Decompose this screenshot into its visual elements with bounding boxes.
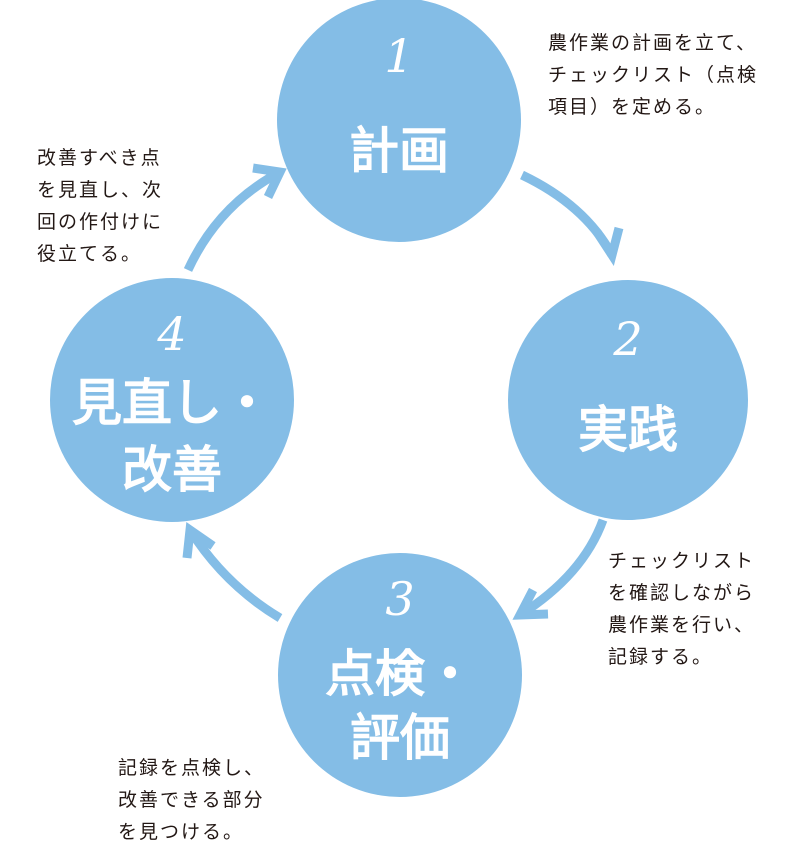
- step-1-title: 計画: [349, 122, 449, 180]
- arrow-act-to-plan: [183, 163, 287, 272]
- step-1-number: 1: [384, 29, 413, 83]
- step-3-number: 3: [385, 572, 414, 626]
- step-1-note-line: 農作業の計画を立て、: [548, 32, 758, 54]
- step-4-number: 4: [156, 307, 186, 361]
- step-4-act: 4 見直し・ 改善: [50, 278, 294, 522]
- step-2-note-line: 農作業を行い、: [608, 614, 756, 636]
- step-1-plan: 1 計画: [277, 0, 521, 242]
- cycle-arrows: [182, 163, 624, 622]
- step-2-note-line: 記録する。: [608, 646, 714, 668]
- step-2-title: 実践: [578, 401, 678, 459]
- step-3-note-line: 改善できる部分: [118, 789, 265, 811]
- step-4-title-line-1: 見直し・: [72, 374, 272, 432]
- arrow-plan-to-do: [520, 170, 624, 266]
- step-1-note-line: チェックリスト（点検: [548, 64, 759, 86]
- step-4-note-line: 役立てる。: [37, 243, 143, 265]
- step-4-note-line: 回の作付けに: [37, 211, 164, 233]
- step-2-number: 2: [612, 312, 642, 366]
- step-2-do: 2 実践: [508, 280, 748, 520]
- step-3-note: 記録を点検し、 改善できる部分 を見つける。: [118, 752, 265, 848]
- step-4-circle: [50, 278, 294, 522]
- step-3-note-line: を見つける。: [118, 821, 245, 843]
- step-2-note: チェックリスト を確認しながら 農作業を行い、 記録する。: [608, 545, 755, 673]
- step-3-check: 3 点検・ 評価: [278, 553, 522, 797]
- step-1-note: 農作業の計画を立て、 チェックリスト（点検 項目）を定める。: [548, 27, 758, 123]
- step-1-note-line: 項目）を定める。: [548, 96, 717, 118]
- step-4-note-line: 改善すべき点: [37, 147, 162, 169]
- step-4-note: 改善すべき点 を見直し、次 回の作付けに 役立てる。: [37, 142, 163, 270]
- step-2-note-line: を確認しながら: [608, 582, 756, 604]
- arrow-check-to-act: [182, 521, 283, 622]
- step-3-note-line: 記録を点検し、: [118, 757, 266, 779]
- step-2-note-line: チェックリスト: [608, 550, 756, 572]
- step-4-note-line: を見直し、次: [37, 179, 164, 201]
- step-3-circle: [278, 553, 522, 797]
- step-2-circle: [508, 280, 748, 520]
- step-4-title-line-2: 改善: [122, 441, 222, 499]
- step-3-title-line-1: 点検・: [325, 645, 475, 703]
- arrow-do-to-check: [512, 518, 608, 620]
- step-3-title-line-2: 評価: [350, 709, 450, 767]
- step-1-circle: [277, 0, 521, 242]
